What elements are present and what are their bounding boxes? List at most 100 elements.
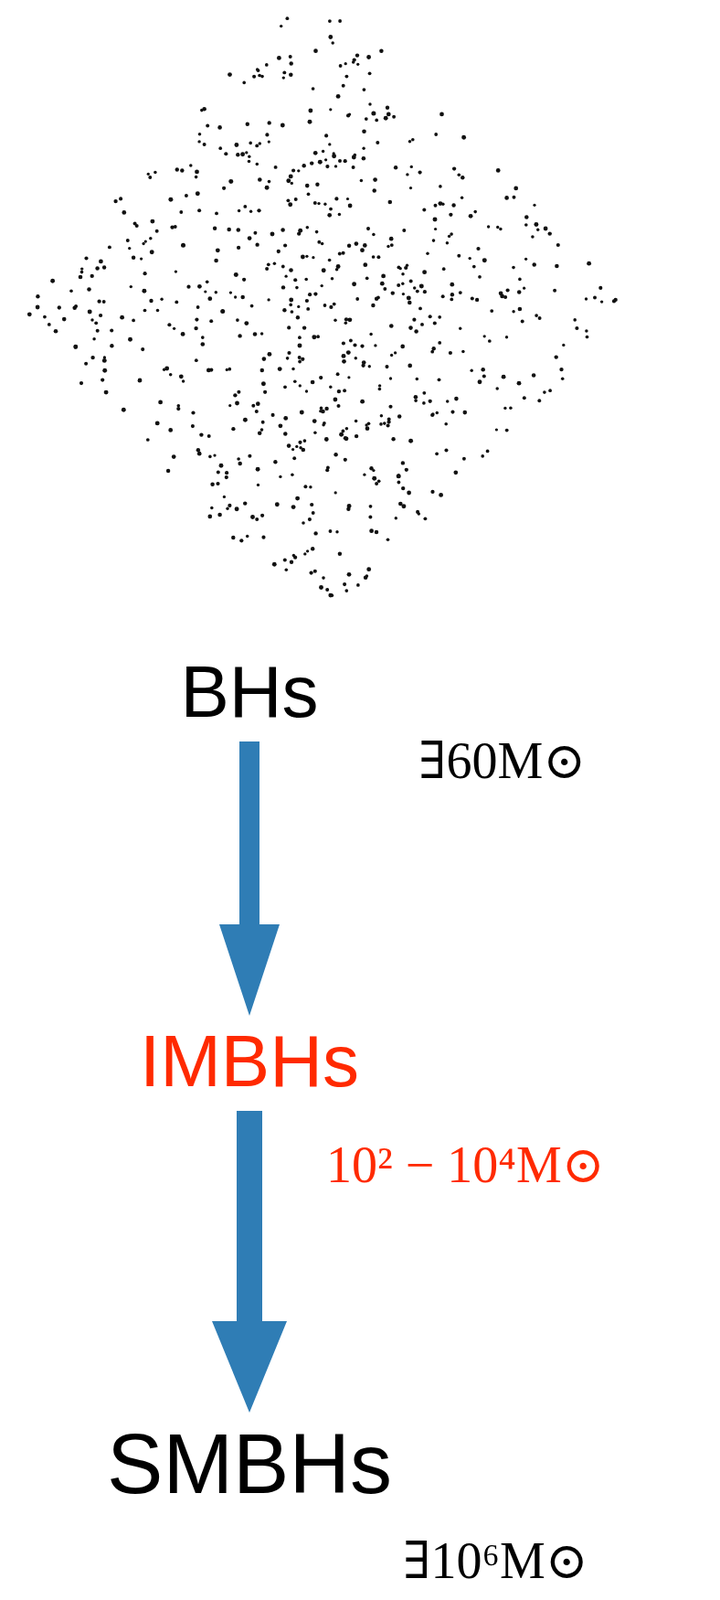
black-hole-dot bbox=[495, 386, 499, 391]
black-hole-dot bbox=[312, 418, 318, 424]
black-hole-dot bbox=[50, 278, 55, 284]
black-hole-dot bbox=[235, 152, 240, 157]
black-hole-dot bbox=[422, 208, 426, 212]
black-hole-dot bbox=[158, 399, 163, 404]
black-hole-dot bbox=[313, 48, 318, 53]
black-hole-dot bbox=[319, 406, 324, 411]
black-hole-dot bbox=[407, 363, 413, 369]
black-hole-dot bbox=[391, 115, 396, 119]
black-hole-dot bbox=[146, 437, 150, 442]
black-hole-dot bbox=[379, 49, 384, 54]
black-hole-dot bbox=[266, 297, 270, 301]
black-hole-dot bbox=[179, 373, 184, 379]
black-hole-dot bbox=[172, 327, 176, 330]
black-hole-dot bbox=[127, 246, 131, 250]
black-hole-dot bbox=[245, 534, 249, 538]
black-hole-dot bbox=[296, 305, 300, 308]
black-hole-dot bbox=[362, 262, 368, 267]
black-hole-dot bbox=[147, 172, 150, 176]
black-hole-dot bbox=[257, 177, 263, 182]
flow-arrow bbox=[219, 741, 280, 1016]
black-hole-dot bbox=[343, 158, 348, 163]
black-hole-dot bbox=[369, 528, 374, 533]
black-hole-dot bbox=[309, 160, 314, 165]
black-hole-dot bbox=[404, 467, 409, 472]
black-hole-dot bbox=[301, 163, 306, 168]
black-hole-dot bbox=[330, 41, 334, 44]
black-hole-dot bbox=[298, 383, 302, 387]
black-hole-dot bbox=[297, 360, 302, 364]
black-hole-dot bbox=[533, 222, 539, 227]
black-hole-dot bbox=[437, 315, 442, 319]
black-hole-dot bbox=[90, 274, 95, 278]
black-hole-dot bbox=[367, 421, 371, 425]
black-hole-dot bbox=[410, 165, 413, 169]
black-hole-dot bbox=[217, 512, 223, 518]
black-hole-dot bbox=[458, 327, 462, 330]
black-hole-dot bbox=[409, 279, 413, 284]
black-hole-dot bbox=[297, 440, 302, 445]
black-hole-dot bbox=[311, 86, 316, 91]
black-hole-dot bbox=[139, 256, 143, 260]
black-hole-dot bbox=[107, 244, 112, 249]
black-hole-dot bbox=[285, 198, 290, 202]
black-hole-dot bbox=[286, 443, 292, 448]
black-hole-dot bbox=[334, 164, 338, 168]
black-hole-dot bbox=[227, 367, 232, 371]
black-hole-dot bbox=[344, 62, 348, 65]
black-hole-dot bbox=[260, 74, 265, 79]
black-hole-dot bbox=[386, 537, 391, 541]
black-hole-dot bbox=[248, 141, 253, 146]
black-hole-dot bbox=[388, 200, 393, 205]
black-hole-dot bbox=[378, 387, 382, 392]
black-hole-dot bbox=[234, 506, 240, 511]
black-hole-dot bbox=[324, 436, 329, 442]
black-hole-dot bbox=[531, 372, 537, 378]
black-hole-dot bbox=[263, 390, 267, 394]
black-hole-dot bbox=[256, 208, 261, 212]
black-hole-dot bbox=[282, 75, 286, 79]
black-hole-dot bbox=[224, 475, 229, 479]
black-hole-dot bbox=[428, 399, 433, 403]
black-hole-dot bbox=[94, 320, 98, 325]
black-hole-dot bbox=[489, 308, 494, 313]
black-hole-dot bbox=[277, 366, 283, 371]
black-hole-dot bbox=[543, 226, 549, 232]
black-hole-dot bbox=[235, 317, 240, 322]
black-hole-dot bbox=[552, 288, 557, 293]
black-hole-dot bbox=[254, 143, 259, 148]
flow-arrow bbox=[211, 1110, 287, 1412]
black-hole-dot bbox=[310, 546, 315, 551]
black-hole-dot bbox=[291, 168, 296, 172]
black-hole-dot bbox=[303, 551, 307, 555]
black-hole-dot bbox=[368, 364, 371, 368]
black-hole-dot bbox=[209, 318, 213, 323]
black-hole-dot bbox=[401, 282, 404, 286]
black-hole-dot bbox=[280, 123, 286, 128]
black-hole-dot bbox=[253, 231, 257, 235]
black-hole-dot bbox=[284, 275, 287, 278]
black-hole-dot bbox=[247, 235, 253, 241]
black-hole-dot bbox=[475, 297, 479, 302]
black-hole-dot bbox=[389, 376, 392, 380]
black-hole-dot bbox=[434, 451, 439, 456]
black-hole-dot bbox=[472, 264, 477, 269]
black-hole-dot bbox=[346, 507, 350, 511]
black-hole-dot bbox=[289, 560, 294, 564]
black-hole-dot bbox=[406, 296, 412, 301]
black-hole-dot bbox=[216, 470, 221, 475]
black-hole-dot bbox=[418, 170, 423, 175]
black-hole-dot bbox=[336, 371, 340, 376]
black-hole-dot bbox=[376, 254, 381, 259]
black-hole-dot bbox=[366, 54, 371, 60]
black-hole-dot bbox=[389, 323, 394, 329]
black-hole-dot bbox=[35, 294, 40, 298]
black-hole-dot bbox=[412, 285, 417, 290]
black-hole-dot bbox=[317, 159, 323, 165]
black-hole-dot bbox=[243, 204, 247, 209]
black-hole-dot bbox=[303, 438, 308, 443]
black-hole-dot bbox=[119, 315, 125, 320]
black-hole-dot bbox=[431, 346, 435, 350]
black-hole-dot bbox=[222, 186, 226, 191]
black-hole-dot bbox=[218, 146, 223, 150]
